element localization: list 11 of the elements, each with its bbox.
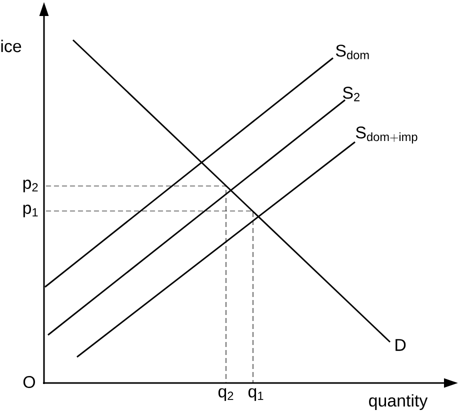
origin-label: O: [23, 376, 35, 388]
quantity-tick-label: q$_{1}$: [248, 388, 264, 401]
price-label: p$_{2}$: [23, 180, 38, 192]
axis-label: quantity: [369, 394, 428, 410]
quantity-tick-label: q$_{2}$: [218, 388, 234, 401]
axis-label: ice: [1, 40, 22, 52]
curve-label: S$_{2}$: [342, 86, 360, 102]
curve-label: S$_{dom}$: [336, 44, 369, 60]
curve-label: $\mathrm{S}_{\mathrm{dom}+\mathrm{imp}}$: [356, 126, 418, 144]
price-label: p$_{1}$: [23, 204, 38, 218]
curve-label: D: [396, 339, 406, 351]
